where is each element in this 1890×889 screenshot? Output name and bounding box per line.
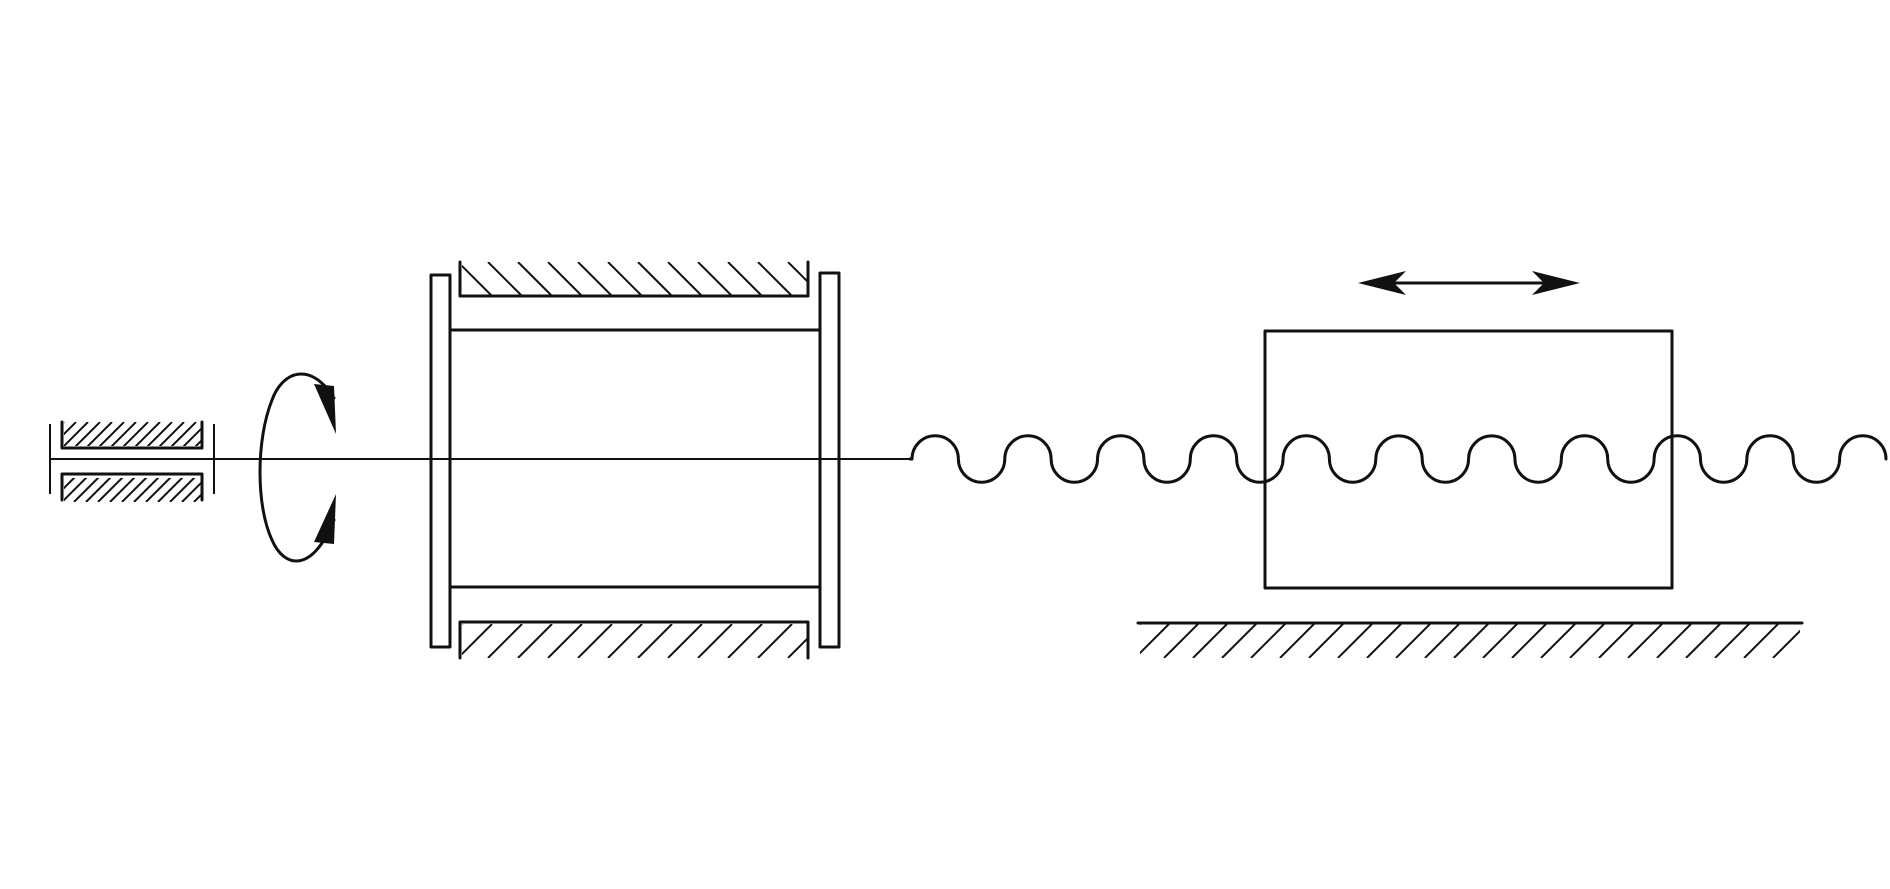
hatch-line [110,422,137,446]
bearing-icon [49,420,244,502]
hatch-line [121,478,148,502]
hatch-line [727,262,763,296]
hatch-line [462,624,463,626]
hatch-line [667,262,703,296]
hatch-line [667,624,703,658]
hatch-line [64,422,77,436]
hatch-line [517,262,553,296]
rotation-arrow-icon [258,372,336,563]
hatch-line [1511,624,1547,658]
hatch-line [1540,624,1576,658]
hatch-line [122,422,149,446]
hatch-line [182,426,202,446]
hatch-line [1250,624,1286,658]
hatch-line [73,478,100,502]
hatch-line [1192,624,1228,658]
hatch-line [727,624,763,658]
hatch-line [98,422,125,446]
hatch-line [181,480,202,502]
hatch-line [1656,624,1692,658]
hatch-line [637,262,673,296]
hatch-line [1308,624,1344,658]
hatch-line [1366,624,1402,658]
hatch-line [1598,624,1634,658]
hatch-line [109,478,136,502]
hatch-line [1831,624,1865,658]
hatch-line [787,262,808,284]
hatch-line [1140,624,1141,626]
hatch-line [1395,624,1431,658]
hatch-line [146,422,173,446]
hatch-line [637,624,673,658]
hatch-line [157,478,184,502]
ground-hatch [1140,624,1865,658]
hatch-line [607,624,643,658]
hatch-line [462,294,463,296]
hatch-line [787,636,808,658]
hatch-line [1163,624,1199,658]
hatch-line [193,492,202,502]
hatch-line [194,438,202,446]
hatch-line [1802,624,1836,658]
ground-icon [1136,621,1865,658]
hatch-line [547,624,583,658]
hatch-line [1685,624,1721,658]
hatch-line [577,624,613,658]
hatch-line [1627,624,1663,658]
screw-thread-icon [908,434,1888,484]
hatch-line [169,478,196,502]
drum-hatch-top [462,262,852,296]
hatch-line [170,422,197,446]
hatch-line [1569,624,1605,658]
hatch-line [1140,624,1170,655]
hatch-line [1714,624,1750,658]
hatch-line [206,476,232,502]
hatch-line [64,478,88,502]
hatch-line [218,422,244,448]
hatch-line [818,262,852,296]
hatch-line [757,262,793,296]
hatch-line [158,422,185,446]
hatch-line [1424,624,1460,658]
hatch-line [517,624,553,658]
bearing-hatch-bottom [64,476,244,502]
hatch-line [86,422,113,446]
hatch-line [1743,624,1779,658]
hatch-line [85,478,112,502]
hatch-line [607,262,643,296]
hatch-line [1482,624,1518,658]
hatch-line [818,624,852,658]
hatch-line [64,478,76,490]
double-arrow-icon [1358,271,1580,295]
hatch-line [97,478,124,502]
hatch-line [1772,629,1800,658]
hatch-line [697,262,733,296]
hatch-line [145,478,172,502]
drum-hatch-bottom [462,624,852,658]
hatch-line [462,624,493,656]
hatch-line [134,422,161,446]
hatch-line [1337,624,1373,658]
hatch-line [462,264,493,296]
hatch-line [1221,624,1257,658]
hatch-line [547,262,583,296]
hatch-line [697,624,733,658]
hatch-line [487,624,523,658]
hatch-line [74,422,101,446]
hatch-line [577,262,613,296]
hatch-line [64,422,89,446]
hatch-line [133,478,160,502]
hatch-line [1279,624,1315,658]
drum-icon [429,260,852,660]
hatch-line [206,422,232,448]
hatch-line [487,262,523,296]
bearing-hatch-top [64,422,244,448]
sliding-block-icon [1263,329,1674,590]
hatch-line [757,624,793,658]
hatch-line [218,476,244,502]
hatch-line [1453,624,1489,658]
